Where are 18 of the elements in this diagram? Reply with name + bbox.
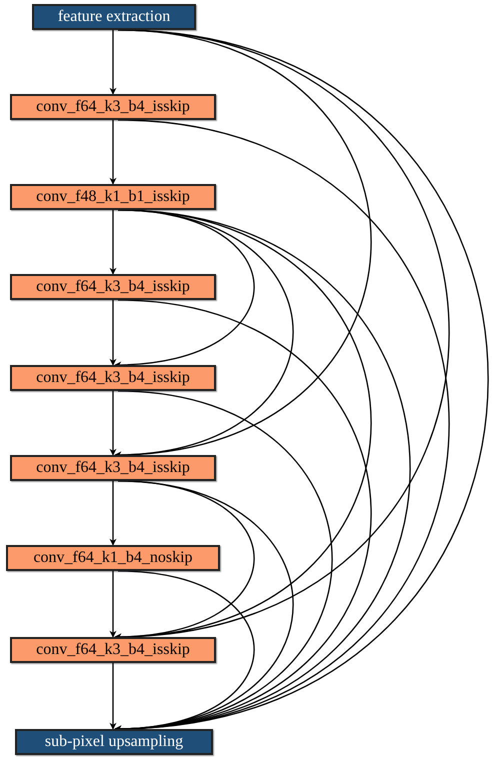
arrow — [110, 663, 116, 730]
arrow — [114, 209, 294, 458]
layer-box: conv_f48_k1_b1_isskip — [10, 184, 216, 210]
layer-box: conv_f64_k3_b4_isskip — [10, 455, 216, 481]
layer-box: conv_f64_k3_b4_isskip — [10, 637, 216, 663]
arrow — [110, 120, 116, 185]
arrow — [110, 30, 116, 95]
arrow — [110, 571, 116, 638]
layer-box: conv_f64_k3_b4_isskip — [10, 365, 216, 391]
layer-box: sub-pixel upsampling — [15, 729, 213, 755]
layer-box: feature extraction — [32, 4, 196, 30]
arrow — [110, 210, 116, 275]
layer-box: conv_f64_k3_b4_isskip — [10, 94, 216, 120]
arrow — [110, 481, 116, 546]
arrow — [110, 391, 116, 456]
arrow — [110, 300, 116, 366]
layer-box: conv_f64_k1_b4_noskip — [6, 545, 220, 571]
layer-box: conv_f64_k3_b4_isskip — [10, 274, 216, 300]
